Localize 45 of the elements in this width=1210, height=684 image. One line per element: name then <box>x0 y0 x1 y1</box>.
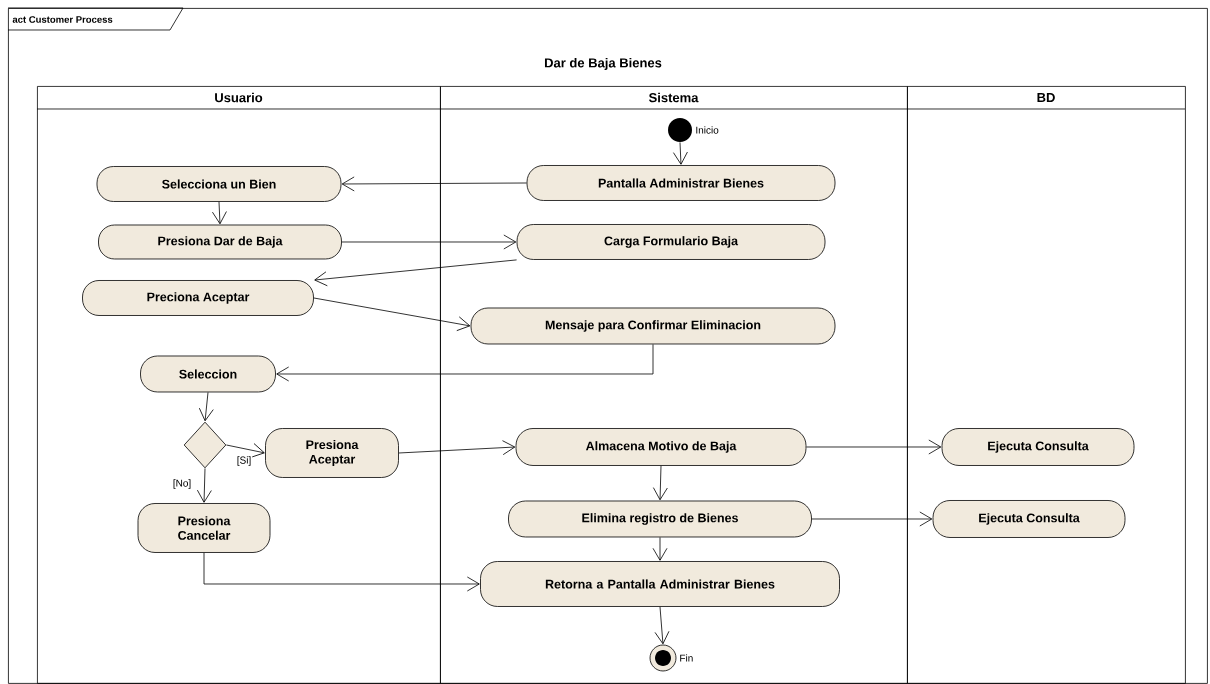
arrow <box>226 443 265 458</box>
action-box: Presiona Dar de Baja <box>98 224 342 260</box>
action-box: Seleccion <box>140 355 276 393</box>
action-box: Pantalla Administrar Bienes <box>526 165 836 201</box>
edge-label: [No] <box>171 478 193 490</box>
action-box: Selecciona un Bien <box>96 166 342 202</box>
action-box: Presiona Aceptar <box>265 428 399 478</box>
swimlane <box>439 86 908 684</box>
action-box: Mensaje para Confirmar Eliminacion <box>470 307 836 345</box>
diagram-title: Dar de Baja Bienes <box>545 57 662 71</box>
action-box: Presiona Cancelar <box>137 503 271 553</box>
arrow <box>314 259 517 287</box>
arrow <box>398 440 516 456</box>
arrow <box>341 176 527 192</box>
arrow <box>276 344 654 382</box>
node-label: Fin <box>680 654 693 662</box>
arrow <box>811 511 933 527</box>
arrow <box>212 201 227 225</box>
action-box: Elimina registro de Bienes <box>508 500 812 538</box>
action-box: Preciona Aceptar <box>82 280 314 316</box>
action-box: Almacena Motivo de Baja <box>515 428 807 466</box>
action-box: Carga Formulario Baja <box>516 224 826 260</box>
arrow <box>203 552 480 592</box>
swimlane <box>36 86 441 684</box>
arrow <box>197 468 212 503</box>
frame-label: act Customer Process <box>12 16 113 23</box>
arrow <box>341 234 517 250</box>
lane-title: Sistema <box>648 92 699 103</box>
arrow <box>313 297 471 332</box>
arrow <box>198 392 214 422</box>
arrow <box>806 439 942 455</box>
decision-diamond <box>183 421 227 469</box>
arrow <box>673 142 688 165</box>
action-box: Ejecuta Consulta <box>932 500 1126 538</box>
edge-label: [Si] <box>235 455 253 467</box>
arrow <box>653 465 668 501</box>
lane-title: BD <box>1037 93 1055 102</box>
arrow <box>654 606 670 645</box>
action-box: Ejecuta Consulta <box>941 428 1135 466</box>
action-box: Retorna a Pantalla Administrar Bienes <box>480 561 840 607</box>
node-label: Inicio <box>696 126 719 134</box>
swimlane <box>906 86 1186 684</box>
lane-title: Usuario <box>215 92 263 103</box>
arrow <box>652 537 668 561</box>
diagram-frame <box>7 7 1208 684</box>
